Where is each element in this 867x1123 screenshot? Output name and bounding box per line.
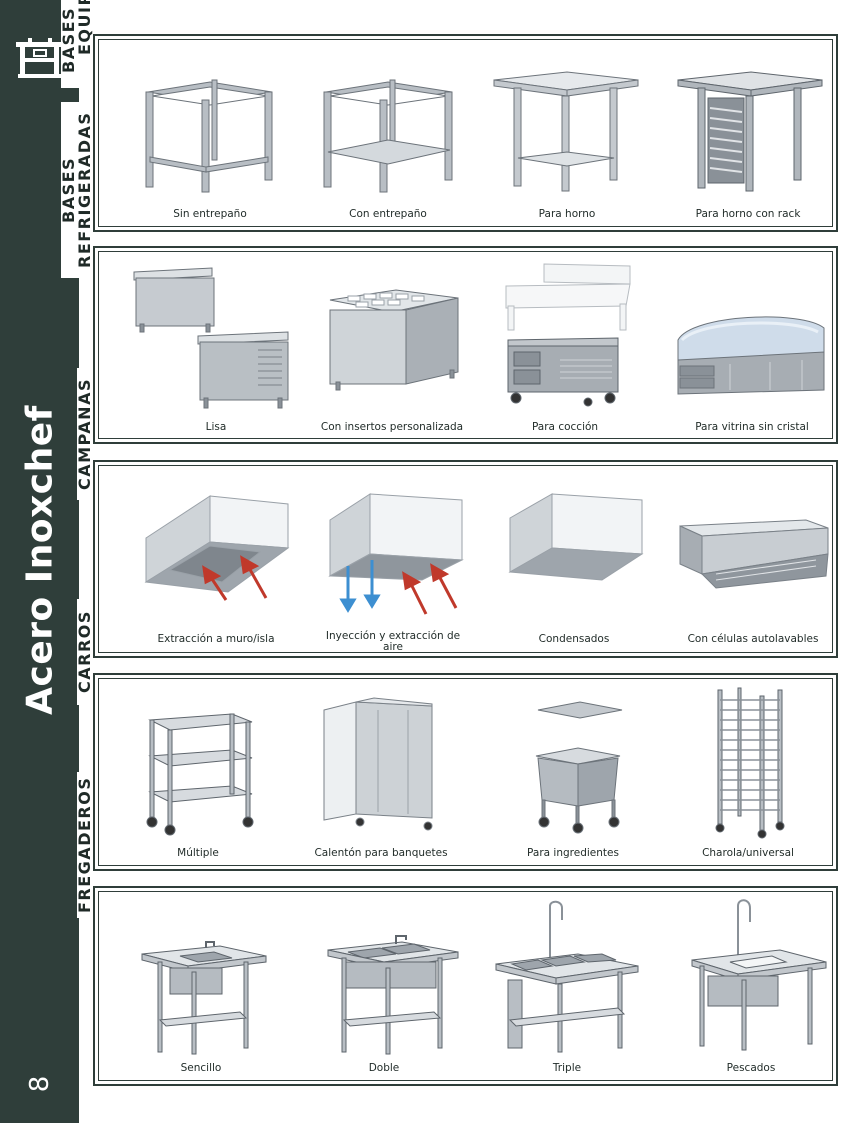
section-title-line: REFRIGERADAS — [75, 111, 94, 269]
section-campanas: CAMPANAS — [75, 368, 838, 658]
section-title-line: EQUIPOS — [75, 0, 94, 56]
fregadero-pescados-image — [691, 899, 827, 1051]
page-number: 8 — [25, 1075, 55, 1093]
carro-calenton-image — [323, 697, 433, 831]
brand-name: Acero Inoxchef — [19, 405, 61, 715]
caption-lisa: Lisa — [205, 421, 227, 433]
caption-celulas: Con células autolavables — [687, 633, 819, 645]
caption-doble: Doble — [368, 1062, 400, 1074]
base-con-insertos-image — [329, 289, 459, 391]
cart-logo-icon — [16, 38, 64, 78]
base-vitrina-image — [677, 316, 825, 395]
caption-charola: Charola/universal — [702, 847, 794, 859]
caption-sin-entrepano: Sin entrepaño — [173, 208, 247, 220]
fregadero-sencillo-image — [141, 941, 267, 1055]
caption-para-coccion: Para cocción — [531, 421, 599, 433]
caption-triple: Triple — [552, 1062, 582, 1074]
section-carros: CARROS — [75, 599, 838, 871]
caption-extraccion: Extracción a muro/isla — [157, 633, 275, 645]
caption-con-entrepano: Con entrepaño — [349, 208, 427, 220]
fregadero-doble-image — [327, 935, 459, 1055]
base-refrigerada-lisa-image — [133, 267, 289, 409]
section-title: CAMPANAS — [75, 368, 94, 500]
caption-inyeccion: Inyección y extracción de aire — [325, 630, 461, 653]
carro-multiple-image — [146, 713, 254, 836]
base-horno-rack-image — [677, 71, 823, 192]
base-con-entrepano-image — [323, 79, 453, 193]
carro-charola-image — [715, 687, 785, 839]
caption-condensados: Condensados — [538, 633, 610, 645]
campana-condensados-image — [508, 493, 644, 581]
section-title-line: CAMPANAS — [75, 378, 94, 490]
caption-sencillo: Sencillo — [180, 1062, 222, 1074]
section-title: CARROS — [75, 599, 94, 705]
section-title-line: CARROS — [75, 610, 94, 694]
caption-multiple: Múltiple — [177, 847, 219, 859]
caption-para-horno: Para horno — [538, 208, 596, 220]
section-title-line: FREGADEROS — [75, 776, 94, 914]
section-fregaderos: FREGADEROS — [75, 772, 838, 1086]
campana-inyeccion-image — [328, 493, 464, 615]
base-sin-entrepano-image — [145, 79, 273, 193]
caption-para-horno-rack: Para horno con rack — [695, 208, 801, 220]
base-para-coccion-image — [505, 263, 631, 407]
caption-con-insertos: Con insertos personalizada — [320, 421, 464, 433]
campana-extraccion-image — [144, 495, 290, 601]
caption-pescados: Pescados — [726, 1062, 776, 1074]
section-title: FREGADEROS — [75, 772, 94, 918]
caption-para-ingredientes: Para ingredientes — [527, 847, 619, 859]
base-para-horno-image — [493, 71, 639, 192]
caption-calenton: Calentón para banquetes — [314, 847, 448, 859]
caption-para-vitrina: Para vitrina sin cristal — [695, 421, 809, 433]
campana-celulas-image — [679, 519, 829, 589]
carro-ingredientes-image — [535, 701, 623, 834]
fregadero-triple-image — [495, 900, 639, 1053]
